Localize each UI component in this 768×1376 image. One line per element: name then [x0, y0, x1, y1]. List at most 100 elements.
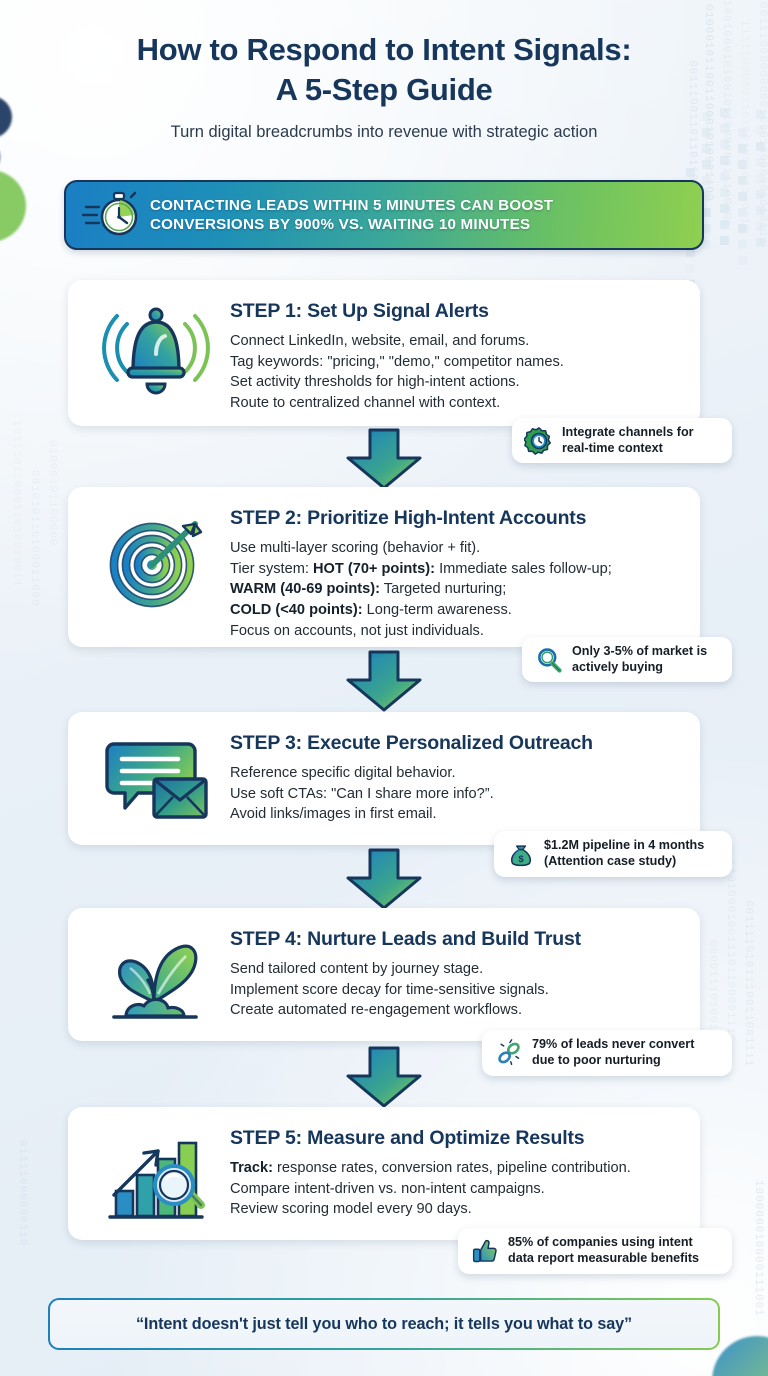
binary-square [686, 168, 695, 177]
binary-square [720, 220, 729, 229]
connector-arrow-4-5 [336, 1046, 432, 1108]
step-title: STEP 5: Measure and Optimize Results [230, 1127, 585, 1149]
stat-badge-1-text: Integrate channels for real-time context [562, 425, 694, 456]
stat-badge-5-text: 85% of companies using intent data repor… [508, 1235, 699, 1266]
stat-badge-4: 79% of leads never convert due to poor n… [482, 1030, 732, 1076]
step-card-5: STEP 5: Measure and Optimize Results Tra… [68, 1107, 700, 1240]
step-card-4-body: STEP 4: Nurture Leads and Build Trust Se… [230, 924, 682, 1021]
hero-banner-line2: CONVERSIONS BY 900% VS. WAITING 10 MINUT… [150, 216, 531, 233]
stat-badge-3-text: $1.2M pipeline in 4 months (Attention ca… [544, 838, 704, 869]
step-lines: Reference specific digital behavior. Use … [230, 763, 682, 825]
binary-digit-column: 01000101100000 [46, 440, 58, 547]
stat-badge-3: $ $1.2M pipeline in 4 months (Attention … [494, 831, 732, 877]
gear-clock-icon [522, 426, 556, 456]
binary-digit-column: 01111000000110 [16, 1140, 28, 1247]
binary-square [720, 156, 729, 165]
binary-square [686, 264, 695, 273]
binary-square [702, 240, 711, 249]
page-title: How to Respond to Intent Signals: A 5-St… [56, 30, 712, 109]
hero-stat-banner: CONTACTING LEADS WITHIN 5 MINUTES CAN BO… [64, 180, 704, 250]
binary-square [756, 222, 765, 231]
stat-badge-5-line2: data report measurable benefits [508, 1251, 700, 1265]
binary-square [756, 190, 765, 199]
step-title: STEP 3: Execute Personalized Outreach [230, 732, 593, 754]
stat-badge-1: Integrate channels for real-time context [512, 418, 732, 463]
step-lines: Connect LinkedIn, website, email, and fo… [230, 331, 682, 414]
step-body-line: Create automated re-engagement workflows… [230, 1002, 523, 1019]
binary-square [720, 204, 729, 213]
connector-arrow-1-2 [336, 428, 432, 490]
step-body-line: Reference specific digital behavior. [230, 765, 456, 781]
stat-badge-2: Only 3-5% of market is actively buying [522, 637, 732, 682]
binary-square [756, 142, 765, 151]
binary-square [738, 160, 747, 169]
stat-badge-5: 85% of companies using intent data repor… [458, 1228, 732, 1274]
decorative-blob-green [0, 170, 26, 242]
step-body-line: Connect LinkedIn, website, email, and fo… [230, 333, 530, 349]
binary-square [756, 238, 765, 247]
target-icon [82, 503, 230, 609]
seedling-icon [82, 924, 230, 1026]
step-body-line: Set activity thresholds for high-intent … [230, 374, 520, 391]
binary-square [738, 176, 747, 185]
binary-square [702, 160, 711, 169]
step-lines: Track: response rates, conversion rates,… [230, 1158, 682, 1220]
stat-badge-3-line1: $1.2M pipeline in 4 months [544, 838, 705, 853]
binary-square [720, 188, 729, 197]
money-bag-icon: $ [504, 839, 538, 869]
binary-digit-column: 1011101100011010010011 [10, 420, 22, 588]
decorative-blob-bottom [712, 1336, 768, 1376]
step-lines: Send tailored content by journey stage. I… [230, 959, 682, 1021]
stopwatch-icon [81, 187, 144, 243]
step-body-line: Use soft CTAs: "Can I share more info?”. [230, 785, 494, 802]
step-title: STEP 4: Nurture Leads and Build Trust [230, 928, 581, 950]
header: How to Respond to Intent Signals: A 5-St… [0, 0, 768, 142]
stat-badge-2-line2: actively buying [572, 659, 663, 674]
binary-square [738, 224, 747, 233]
step-body-line: Compare intent-driven vs. non-intent cam… [230, 1180, 545, 1197]
step-card-5-body: STEP 5: Measure and Optimize Results Tra… [230, 1123, 682, 1220]
binary-square [720, 172, 729, 181]
thumbs-up-icon [468, 1236, 502, 1266]
magnifier-icon [532, 645, 566, 675]
footer-quote-text: “Intent doesn't just tell you who to rea… [135, 1314, 633, 1333]
binary-square [702, 144, 711, 153]
stat-badge-2-text: Only 3-5% of market is actively buying [572, 644, 707, 675]
step-body-line: Tag keywords: "pricing," "demo," competi… [230, 353, 564, 370]
chat-email-icon [82, 728, 230, 828]
page-title-line2: A 5-Step Guide [275, 71, 493, 107]
binary-square [756, 174, 765, 183]
step-body-line: Send tailored content by journey stage. [230, 961, 484, 977]
hero-banner-line1: CONTACTING LEADS WITHIN 5 MINUTES CAN BO… [150, 196, 554, 214]
step-body-line: Route to centralized channel with contex… [230, 395, 501, 412]
step-card-4: STEP 4: Nurture Leads and Build Trust Se… [68, 908, 700, 1041]
step-lines: Use multi-layer scoring (behavior + fit)… [230, 538, 682, 642]
binary-square [738, 240, 747, 249]
binary-square [756, 158, 765, 167]
step-card-3-body: STEP 3: Execute Personalized Outreach Re… [230, 728, 682, 825]
step-card-1-body: STEP 1: Set Up Signal Alerts Connect Lin… [230, 296, 682, 414]
step-body-line: Avoid links/images in first email. [230, 806, 437, 823]
binary-square [738, 208, 747, 217]
step-card-3: STEP 3: Execute Personalized Outreach Re… [68, 712, 700, 845]
step-card-2: STEP 2: Prioritize High-Intent Accounts … [68, 487, 700, 647]
bell-icon [82, 296, 230, 398]
step-body-line: Review scoring model every 90 days. [230, 1201, 472, 1218]
stat-badge-4-line2: due to poor nurturing [532, 1053, 661, 1067]
step-body-line: Use multi-layer scoring (behavior + fit)… [230, 540, 481, 556]
step-title: STEP 2: Prioritize High-Intent Accounts [230, 507, 587, 529]
stat-badge-1-line2: real-time context [562, 440, 663, 455]
binary-digit-column: 0011110101110011001111 [742, 900, 754, 1068]
step-body-line: Implement score decay for time-sensitive… [230, 981, 549, 998]
stat-badge-1-line1: Integrate channels for [562, 424, 694, 439]
binary-digit-column: 100000010000111001 [752, 1180, 764, 1317]
step-title: STEP 1: Set Up Signal Alerts [230, 300, 489, 322]
binary-square [738, 144, 747, 153]
decorative-blob-top [0, 96, 12, 138]
step-card-2-body: STEP 2: Prioritize High-Intent Accounts … [230, 503, 682, 642]
step-body-line: COLD (<40 points): Long-term awareness. [230, 602, 512, 619]
step-body-line: Tier system: HOT (70+ points): Immediate… [230, 560, 612, 577]
binary-digit-column: 001010110100011000 [28, 470, 40, 607]
stat-badge-5-line1: 85% of companies using intent [508, 1235, 693, 1250]
